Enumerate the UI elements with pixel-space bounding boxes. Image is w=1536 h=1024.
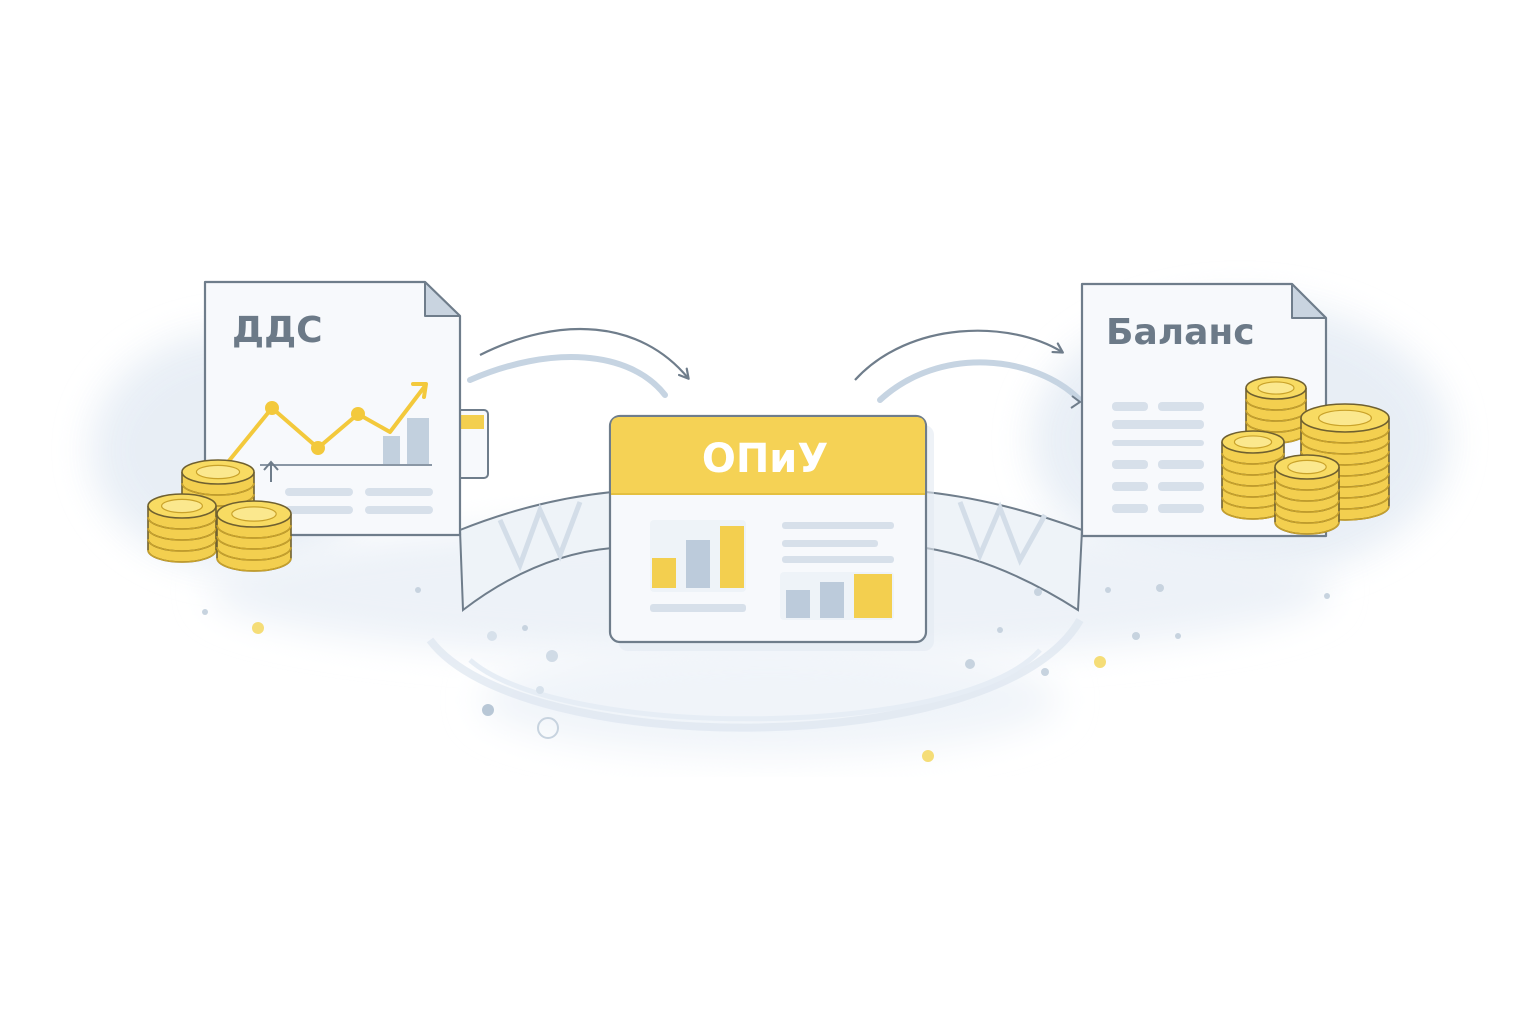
doc-text-lines	[285, 488, 433, 514]
coins-icon	[1221, 376, 1390, 535]
ribbon-band-left	[458, 490, 613, 612]
node-dds: ДДС	[147, 280, 489, 572]
arrow-dds-to-opiu	[467, 327, 690, 398]
opiu-label: ОПиУ	[702, 436, 828, 482]
bar-chart-icon	[780, 572, 894, 620]
ribbon-band-right	[925, 490, 1084, 612]
card-text-lines	[782, 522, 894, 563]
table-lines-icon	[1112, 402, 1204, 513]
balance-label: Баланс	[1106, 312, 1255, 353]
node-opiu: ОПиУ	[608, 414, 934, 651]
bar-chart-icon	[650, 520, 746, 612]
bar-chart-icon	[383, 418, 429, 464]
arrow-opiu-to-balance	[854, 329, 1083, 409]
line-chart-icon	[226, 382, 432, 482]
decorative-dots	[202, 584, 1330, 762]
coins-icon	[147, 459, 292, 572]
node-balance: Баланс	[1080, 282, 1390, 538]
dds-label: ДДС	[232, 310, 323, 351]
